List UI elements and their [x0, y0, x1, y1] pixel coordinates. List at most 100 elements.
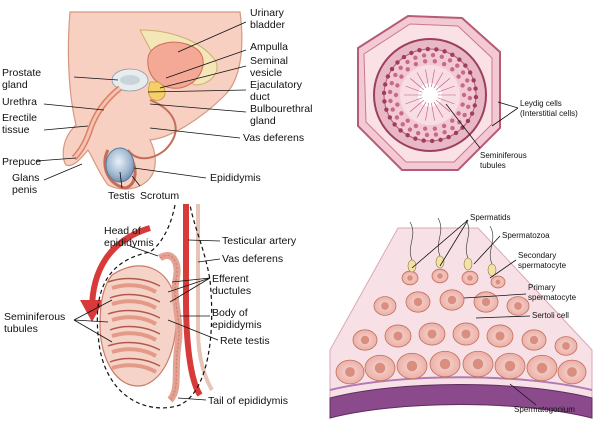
tubule-cell	[405, 133, 410, 138]
germ-cell-nucleus	[447, 295, 457, 305]
tubule-ray	[405, 85, 423, 93]
label-vas-deferens-detail: Vas deferens	[222, 253, 283, 265]
label-urethra: Urethra	[2, 96, 37, 108]
spermatozoon-tail	[437, 217, 442, 257]
label-testicular-artery: Testicular artery	[222, 235, 297, 247]
germ-cell-nucleus	[514, 302, 522, 310]
tubule-cell	[413, 123, 419, 129]
tubule-cell	[447, 58, 453, 63]
tubule-cell	[405, 67, 410, 72]
tubule-ray	[431, 102, 435, 121]
tubule-cell	[394, 115, 400, 120]
label-spermatozoa: Spermatozoa	[502, 231, 550, 240]
tubule-cell	[450, 125, 455, 131]
lobule-septum	[107, 309, 161, 319]
tubule-cell	[399, 74, 404, 79]
tubule-cell	[407, 127, 413, 132]
tubule-cell	[462, 112, 467, 118]
label-sertoli-cell: Sertoli cell	[532, 311, 569, 320]
tubule-cell	[393, 72, 398, 78]
germ-cell-nucleus	[413, 297, 423, 307]
tubule-cell	[385, 74, 391, 79]
label-spermatogonium: Spermatogonium	[514, 405, 575, 414]
lobule-tubule	[111, 299, 158, 310]
tubule-cell	[422, 59, 428, 64]
tubule-cell	[390, 107, 395, 112]
lobule-septum	[107, 341, 161, 351]
tubule-cell	[460, 83, 465, 88]
germ-cell-nucleus	[461, 329, 471, 339]
tubule-cell	[382, 99, 387, 104]
tubule-cell	[389, 66, 395, 72]
tubule-cell	[424, 132, 430, 138]
tubule-cell	[469, 111, 475, 116]
spermatogenesis-wedge	[329, 217, 593, 419]
tubule-cell	[388, 98, 393, 104]
tubule-cell	[466, 104, 471, 110]
label-rete-testis: Rete testis	[220, 335, 270, 347]
tubule-cell	[387, 115, 393, 120]
tubule-cell	[422, 126, 428, 131]
tubule-cell	[393, 92, 399, 98]
tubule-cell	[389, 80, 394, 86]
tubule-cell	[400, 122, 405, 127]
tubule-cell	[434, 47, 439, 52]
tubule-cell	[399, 111, 404, 116]
tubule-cell	[473, 94, 479, 100]
tubule-labels: Leydig cells(Interstitial cells) Seminif…	[480, 99, 578, 170]
tubule-cell	[384, 107, 389, 112]
tubule-cell	[438, 137, 443, 142]
tubule-cell	[442, 49, 447, 54]
label-prepuce: Prepuce	[2, 156, 41, 168]
tubule-cell	[413, 61, 419, 67]
tubule-cell	[398, 65, 403, 70]
lobule-tubule	[111, 347, 158, 358]
lobule-septum	[107, 277, 161, 287]
germ-cell-nucleus	[504, 360, 516, 372]
tubule-cell	[430, 52, 436, 58]
tubule-ray	[425, 69, 429, 88]
anatomy-leader-lines	[35, 21, 247, 189]
tubule-cell	[421, 53, 427, 58]
germ-cell-nucleus	[495, 331, 505, 341]
label-ampulla: Ampulla	[250, 41, 288, 53]
germ-cell-nucleus	[427, 329, 437, 339]
tubule-cell	[387, 89, 393, 95]
germ-cell-nucleus	[439, 358, 451, 370]
tubule-ray	[431, 69, 435, 88]
tubule-cell	[456, 74, 461, 79]
label-tail-of-epididymis: Tail of epididymis	[208, 395, 288, 407]
lobule-tubule	[111, 283, 158, 294]
tubule-cell	[395, 60, 400, 65]
tubule-cell	[395, 102, 400, 107]
lobule-septum	[109, 357, 161, 367]
tubule-cell	[413, 55, 418, 60]
tubule-cell	[463, 63, 468, 68]
spermatozoon-head	[463, 257, 473, 271]
tubule-cell	[381, 90, 387, 96]
label-leydig-cells: Leydig cells(Interstitial cells)	[520, 99, 578, 118]
tubule-cell	[446, 134, 451, 140]
tubule-cell	[417, 48, 422, 53]
tubule-cell	[471, 78, 476, 83]
germ-cell-nucleus	[345, 367, 355, 377]
tubule-ray	[416, 101, 427, 118]
tubule-cell	[433, 132, 439, 137]
label-vas-deferens: Vas deferens	[243, 132, 304, 144]
germ-cell-nucleus	[567, 367, 577, 377]
tubule-cell	[441, 123, 447, 129]
spermatozoon-tail	[409, 221, 414, 261]
tubule-cell	[405, 118, 410, 123]
tubule-cell	[473, 86, 478, 91]
